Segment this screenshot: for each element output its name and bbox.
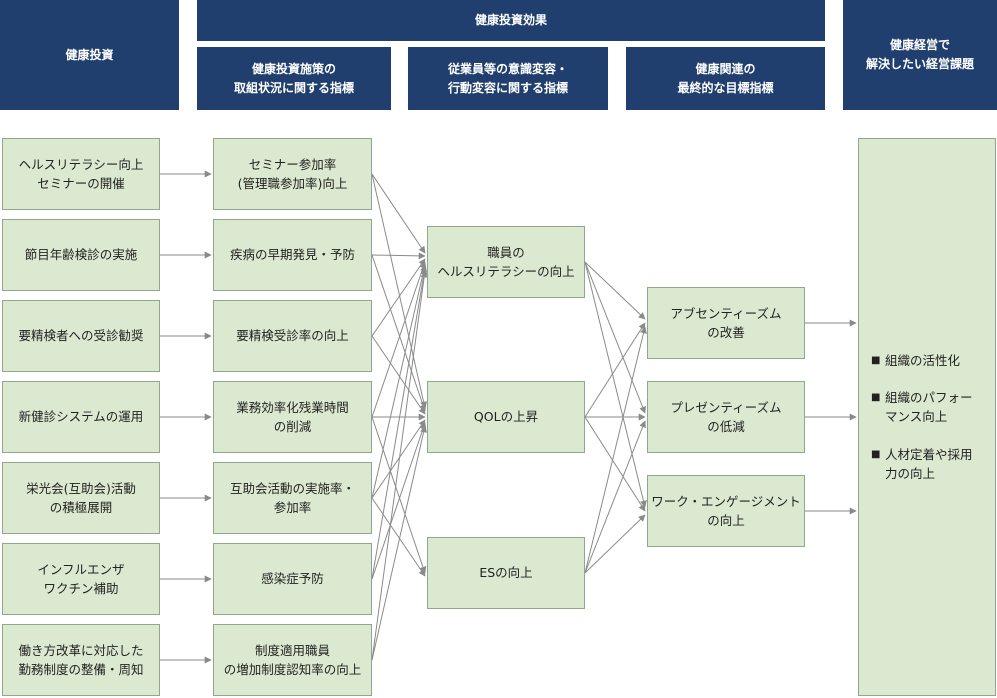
issue-text: 組織の活性化: [885, 352, 961, 368]
header-awareness-indicators: 従業員等の意識変容・ 行動変容に関する指標: [408, 47, 608, 110]
arrow-policy-to-awareness: [371, 254, 427, 412]
header-effect: 健康投資効果: [197, 0, 825, 41]
arrow-awareness-to-final: [584, 261, 647, 508]
arrow-awareness-to-final: [584, 420, 646, 574]
investment-box-4: 新健診システムの運用: [2, 381, 160, 453]
arrow-awareness-to-final: [584, 322, 646, 418]
arrow-awareness-to-final: [584, 261, 646, 320]
final-indicator-box-3: ワーク・エンゲージメント の向上: [647, 475, 805, 547]
issue-item: ■ 組織のパフォー マンス向上: [871, 388, 995, 427]
arrow-policy-to-awareness: [371, 422, 427, 580]
policy-indicator-box-6: 感染症予防: [213, 543, 372, 615]
arrow-policy-to-awareness: [371, 416, 427, 574]
issue-item: ■ 人材定着や採用 力の向上: [871, 445, 995, 484]
policy-indicator-box-1: セミナー参加率 (管理職参加率)向上: [213, 138, 372, 210]
policy-indicator-box-7: 制度適用職員 の増加制度認知率の向上: [213, 624, 372, 696]
arrow-policy-to-awareness: [371, 258, 426, 337]
arrow-policy-to-awareness: [371, 419, 426, 499]
management-issues-box: ■ 組織の活性化 ■ 組織のパフォー マンス向上 ■ 人材定着や採用 力の向上: [858, 138, 996, 696]
bullet-square-icon: ■: [871, 391, 881, 403]
investment-box-1: ヘルスリテラシー向上 セミナーの開催: [2, 138, 160, 210]
bullet-square-icon: ■: [871, 354, 881, 366]
final-indicator-box-1: アブセンティーズム の改善: [647, 287, 805, 359]
policy-indicator-box-2: 疾病の早期発見・予防: [213, 219, 372, 291]
final-indicator-box-2: プレゼンティーズム の低減: [647, 381, 805, 453]
header-policy-indicators: 健康投資施策の 取組状況に関する指標: [197, 47, 391, 110]
arrow-policy-to-awareness: [371, 173, 428, 409]
issue-text: 人材定着や採用 力の向上: [885, 446, 973, 482]
arrow-policy-to-awareness: [371, 497, 426, 577]
issue-text: 組織のパフォー マンス向上: [885, 389, 973, 425]
investment-box-7: 働き方改革に対応した 勤務制度の整備・周知: [2, 624, 160, 696]
header-management-issues: 健康経営で 解決したい経営課題: [843, 0, 997, 110]
awareness-indicator-box-3: ESの向上: [427, 537, 585, 609]
header-investment: 健康投資: [0, 0, 179, 110]
arrow-awareness-to-final: [584, 416, 646, 512]
arrow-policy-to-awareness: [371, 173, 426, 254]
arrow-awareness-to-final: [584, 261, 646, 414]
arrow-policy-to-awareness: [371, 264, 428, 499]
awareness-indicator-box-2: QOLの上昇: [427, 381, 585, 453]
investment-box-6: インフルエンザ ワクチン補助: [2, 543, 160, 615]
policy-indicator-box-3: 要精検受診率の向上: [213, 300, 372, 372]
investment-box-5: 栄光会(互助会)活動 の積極展開: [2, 462, 160, 534]
arrow-awareness-to-final: [584, 514, 646, 574]
policy-indicator-box-4: 業務効率化残業時間 の削減: [213, 381, 372, 453]
arrow-awareness-to-final: [584, 326, 647, 574]
bullet-square-icon: ■: [871, 448, 881, 460]
investment-box-3: 要精検者への受診勧奨: [2, 300, 160, 372]
investment-box-2: 節目年齢検診の実施: [2, 219, 160, 291]
arrow-policy-to-awareness: [371, 425, 428, 661]
issue-item: ■ 組織の活性化: [871, 351, 995, 370]
arrow-policy-to-awareness: [371, 267, 428, 580]
header-final-indicators: 健康関連の 最終的な目標指標: [626, 47, 825, 110]
arrow-policy-to-awareness: [371, 252, 426, 260]
policy-indicator-box-5: 互助会活動の実施率・ 参加率: [213, 462, 372, 534]
arrow-policy-to-awareness: [371, 335, 426, 415]
arrow-policy-to-awareness: [371, 270, 428, 661]
awareness-indicator-box-1: 職員の ヘルスリテラシーの向上: [427, 226, 585, 298]
arrow-policy-to-awareness: [371, 261, 427, 418]
